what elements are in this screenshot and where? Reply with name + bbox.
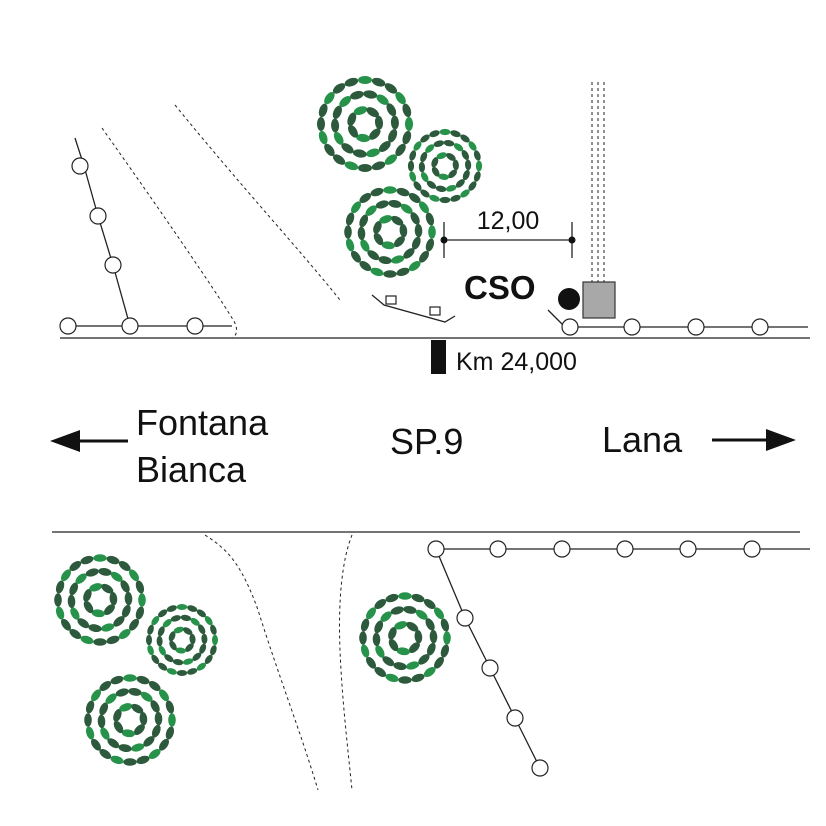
- direction-left-line1: Fontana: [136, 402, 269, 443]
- side-road-dashed: [174, 104, 341, 301]
- side-road-dashed: [339, 534, 353, 791]
- direction-right: Lana: [602, 419, 683, 460]
- tree-icon: [84, 674, 176, 766]
- tree-icon: [54, 554, 146, 646]
- direction-left-line2: Bianca: [136, 449, 247, 490]
- arrow-left-icon: [50, 430, 128, 452]
- fence-top-left: [59, 137, 232, 335]
- tree-icon: [359, 592, 451, 684]
- distance-dimension: 12,00: [440, 207, 576, 258]
- kilometer-marker-label: Km 24,000: [456, 348, 577, 376]
- tree-icon: [407, 128, 483, 204]
- kilometer-post-icon: [431, 340, 446, 374]
- side-road-dashed: [101, 127, 238, 339]
- trees: [54, 76, 483, 766]
- road-name: SP.9: [390, 421, 463, 462]
- distance-label: 12,00: [477, 207, 540, 235]
- cabinet-icon: [582, 281, 616, 319]
- fence-bottom-right: [427, 540, 810, 777]
- tree-icon: [146, 604, 218, 676]
- side-road-dashed: [204, 534, 319, 791]
- station-code: CSO: [464, 269, 536, 306]
- sensor-dot-icon: [558, 288, 580, 310]
- arrow-right-icon: [712, 429, 796, 451]
- tree-icon: [344, 186, 436, 278]
- fence-top-right: [547, 309, 808, 336]
- tree-icon: [317, 76, 413, 172]
- guardrail: [371, 294, 456, 323]
